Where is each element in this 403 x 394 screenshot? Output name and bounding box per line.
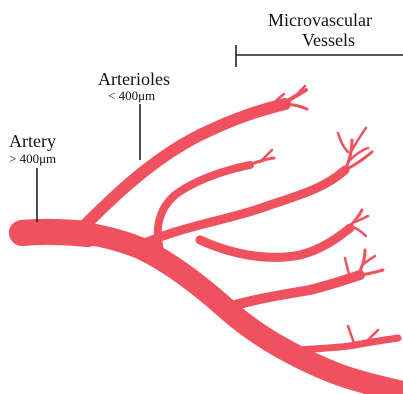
arteriole-lower [225,275,360,308]
arterioles-size-label: < 400μm [108,89,155,102]
microvascular-label-line2: Vessels [302,31,355,49]
artery-label: Artery [9,132,56,150]
capillary-ur-4 [338,133,348,152]
capillary-ur-5 [352,128,366,150]
vessel-tree [20,86,403,392]
arterioles-label: Arterioles [98,70,170,88]
arteriole-bottom [300,338,398,350]
arteriole-middle-right [200,228,350,257]
artery-trunk [20,231,403,392]
artery-size-label: > 400μm [9,152,56,165]
microvascular-label-line1: Microvascular [268,11,372,29]
arteriole-upper-right [140,170,345,245]
